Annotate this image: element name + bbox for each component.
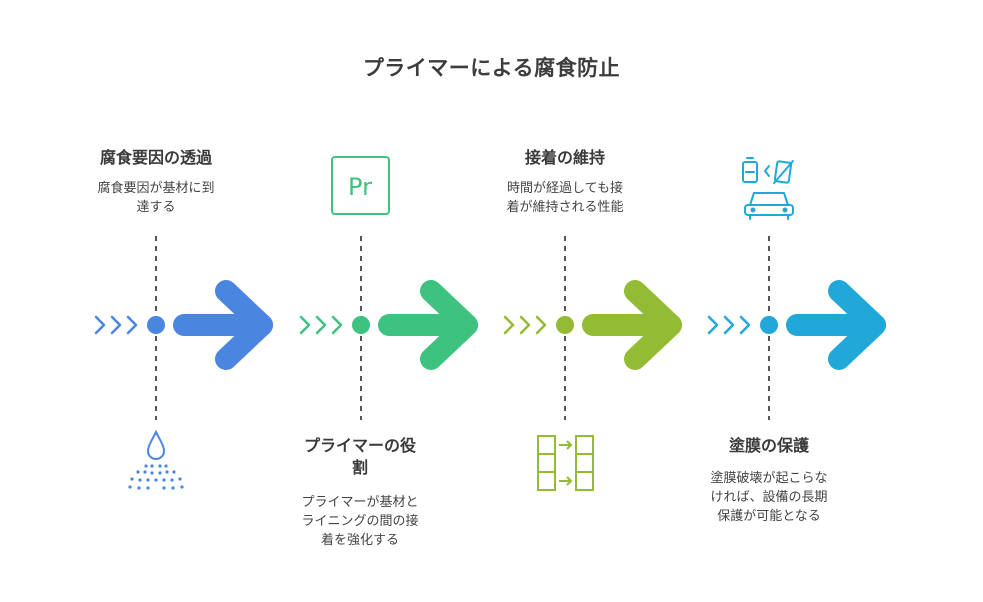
- step3-description-line: 着が維持される性能: [506, 199, 624, 215]
- step4-description-line: 保護が可能となる: [717, 508, 821, 524]
- step2-heading-line: プライマーの役: [303, 436, 416, 455]
- step2-description: プライマーが基材と ライニングの間の接 着を強化する: [280, 494, 440, 551]
- step4-arrow: [786, 280, 886, 370]
- step2-description-line: ライニングの間の接: [301, 513, 419, 529]
- step1-description-line: 達する: [136, 199, 176, 215]
- step3-arrow: [582, 280, 682, 370]
- step1-node: [147, 316, 165, 334]
- step2-description-line: 着を強化する: [320, 532, 399, 548]
- step4-description-line: ければ、設備の長期: [710, 489, 828, 505]
- step3-node: [556, 316, 574, 334]
- transfer-grid-icon: [537, 435, 594, 491]
- step3-chevrons: [503, 315, 547, 335]
- step2-heading: プライマーの役 割: [280, 435, 440, 480]
- step4-description-line: 塗膜破壊が起こらな: [710, 471, 828, 486]
- step2-description-line: プライマーが基材と: [301, 495, 419, 510]
- step1-chevrons: [94, 315, 138, 335]
- step1-heading: 腐食要因の透過: [99, 148, 212, 167]
- step1-description: 腐食要因が基材に到 達する: [76, 180, 236, 218]
- step2-node: [352, 316, 370, 334]
- step4-node: [760, 316, 778, 334]
- primer-icon-label: Pr: [348, 173, 372, 201]
- step3-description-line: 時間が経過しても接: [507, 181, 623, 196]
- step4-description: 塗膜破壊が起こらな ければ、設備の長期 保護が可能となる: [689, 470, 849, 527]
- step4-chevrons: [707, 315, 751, 335]
- primer-pr-icon: Pr: [331, 156, 390, 215]
- step3-heading: 接着の維持: [524, 148, 605, 167]
- water-drop-spray-icon: [128, 429, 184, 490]
- step1-arrow: [173, 280, 273, 370]
- car-battery-icon: [742, 157, 794, 220]
- step1-description-line: 腐食要因が基材に到: [97, 181, 215, 196]
- step4-heading: 塗膜の保護: [728, 436, 809, 455]
- step2-arrow: [378, 280, 478, 370]
- step2-chevrons: [299, 315, 343, 335]
- step2-heading-line: 割: [351, 458, 368, 478]
- page-title: プライマーによる腐食防止: [362, 56, 621, 80]
- step3-description: 時間が経過しても接 着が維持される性能: [485, 180, 645, 218]
